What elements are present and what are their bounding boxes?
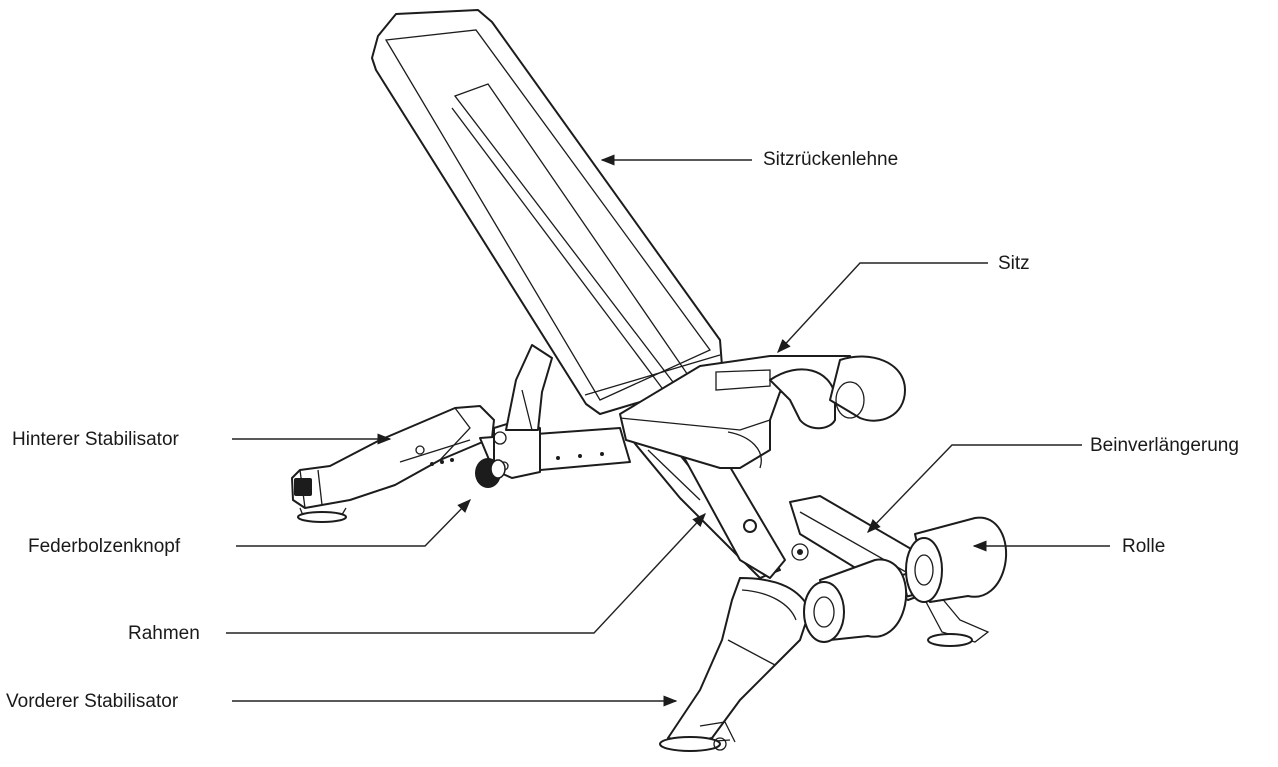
label-spring-pin-knob: Federbolzenknopf [28, 536, 181, 557]
leader-frame [226, 512, 706, 634]
seat-part [619, 355, 906, 469]
spring-pin-knob-part [475, 458, 506, 489]
rear-stabilizer-part [291, 405, 495, 523]
label-front-stabilizer: Vorderer Stabilisator [6, 691, 179, 712]
backrest-part [371, 9, 723, 415]
front-stabilizer-part [659, 577, 811, 752]
label-rear-stabilizer: Hinterer Stabilisator [12, 429, 179, 450]
leader-spring-pin-knob [236, 498, 471, 547]
bench-illustration [291, 9, 1008, 752]
label-roller: Rolle [1122, 536, 1166, 557]
frame-part [475, 344, 809, 579]
label-frame: Rahmen [128, 623, 200, 644]
roller-part [905, 516, 1008, 603]
label-backrest: Sitzrückenlehne [763, 149, 899, 170]
front-roller-part [803, 558, 908, 643]
label-seat: Sitz [998, 253, 1030, 274]
label-leg-extension: Beinverlängerung [1090, 435, 1239, 456]
leader-leg-extension [867, 444, 1082, 534]
leader-seat [777, 262, 988, 354]
leader-lines [226, 154, 1110, 707]
